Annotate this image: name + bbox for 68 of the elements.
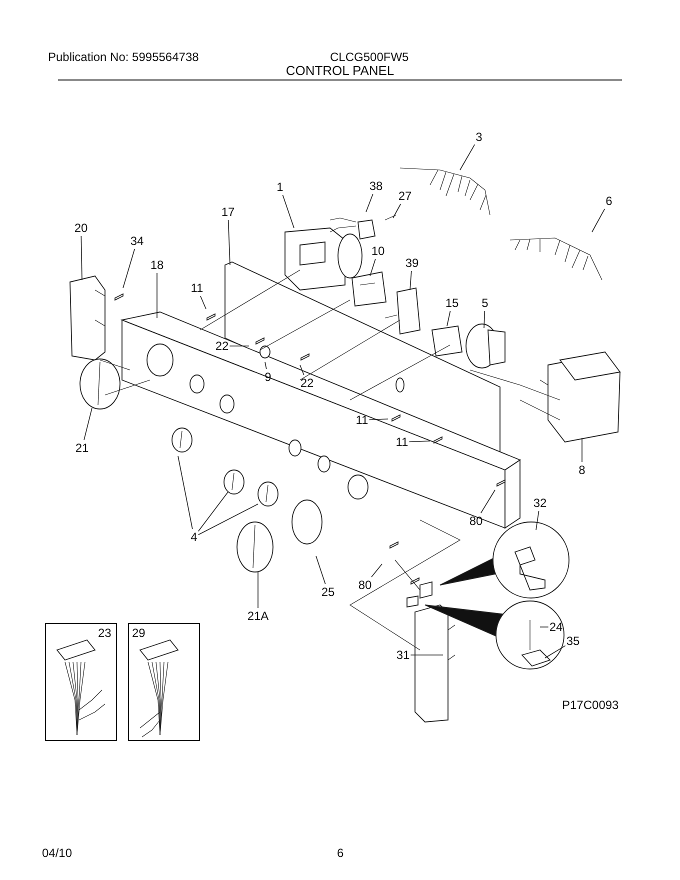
leader-line — [392, 204, 402, 218]
callout-number: 21 — [75, 441, 89, 455]
callout-number: 4 — [190, 530, 198, 544]
callout-number: 18 — [150, 258, 164, 272]
callout-number: 11 — [396, 435, 408, 449]
leader-line — [264, 362, 267, 370]
publication-number: Publication No: 5995564738 — [48, 50, 199, 64]
leader-line — [370, 258, 376, 276]
leader-line — [198, 504, 258, 536]
callout-number: 22 — [300, 376, 314, 390]
callout-number: 8 — [578, 463, 586, 477]
callout-number: 10 — [371, 244, 385, 258]
leader-line — [178, 456, 193, 530]
callout-number: 24 — [549, 620, 563, 634]
callout-number: 11 — [190, 281, 204, 295]
model-number: CLCG500FW5 — [330, 50, 409, 64]
callout-number: 27 — [398, 189, 412, 203]
callout-number: 32 — [533, 496, 547, 510]
leader-line — [410, 270, 412, 290]
date-code: 04/10 — [42, 846, 72, 860]
leader-line — [544, 645, 566, 658]
callout-number: 11 — [356, 413, 368, 427]
leader-line — [368, 418, 388, 420]
leader-line — [460, 144, 476, 170]
leader-line — [84, 408, 92, 440]
callout-number: 29 — [132, 626, 146, 640]
leader-line — [156, 272, 158, 318]
leader-line — [228, 220, 230, 266]
inset-frame — [45, 623, 117, 741]
leader-line — [480, 490, 496, 514]
callout-number: 80 — [358, 578, 372, 592]
leader-line — [200, 296, 206, 310]
leader-line — [484, 310, 486, 328]
leader-line — [408, 440, 430, 442]
callout-number: 35 — [566, 634, 580, 648]
callout-number: 25 — [321, 585, 335, 599]
leader-line — [592, 208, 606, 232]
leader-line — [446, 310, 451, 326]
leader-line — [366, 194, 374, 212]
leader-line — [282, 194, 294, 228]
callout-number: 5 — [482, 296, 488, 310]
callout-number: 22 — [215, 339, 229, 353]
leader-line — [122, 248, 136, 288]
callout-number: 1 — [276, 180, 284, 194]
page-number: 6 — [337, 846, 344, 860]
leader-line — [300, 364, 304, 376]
leader-line — [536, 510, 540, 530]
callout-number: 31 — [396, 648, 410, 662]
callout-number: 21A — [247, 609, 269, 623]
callout-number: 38 — [369, 179, 383, 193]
leader-line — [410, 654, 444, 656]
callout-number: 80 — [469, 514, 483, 528]
leader-line — [540, 626, 549, 628]
callout-number: 15 — [445, 296, 459, 310]
leader-line — [371, 564, 382, 578]
callout-number: 17 — [221, 205, 235, 219]
callout-number: 23 — [98, 626, 112, 640]
callout-number: 3 — [476, 130, 482, 144]
diagram-code: P17C0093 — [562, 698, 619, 712]
leader-line — [198, 492, 228, 532]
leader-line — [80, 236, 82, 280]
callout-number: 39 — [405, 256, 419, 270]
leader-line — [316, 556, 326, 584]
callout-number: 20 — [74, 221, 88, 235]
inset-frame — [128, 623, 200, 741]
callout-number: 6 — [606, 194, 612, 208]
diagram-title: CONTROL PANEL — [284, 64, 396, 78]
callout-number: 34 — [130, 234, 144, 248]
